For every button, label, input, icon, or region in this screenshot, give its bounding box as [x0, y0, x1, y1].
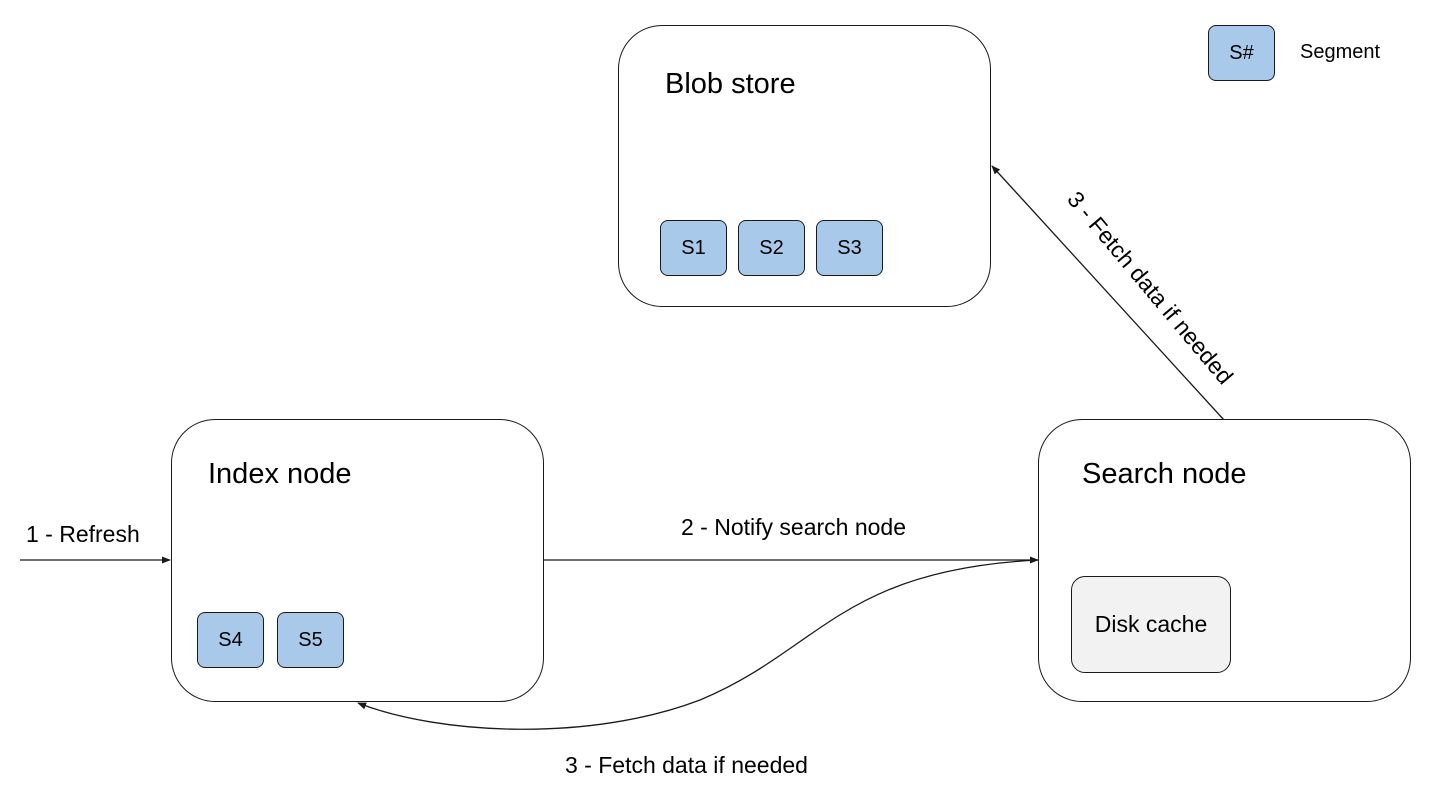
legend-segment-swatch: S#: [1208, 25, 1275, 81]
refresh-label: 1 - Refresh: [26, 521, 140, 547]
blob-store-node: Blob store S1 S2 S3: [618, 25, 991, 307]
index-node: Index node S4 S5: [171, 419, 544, 702]
fetch-index-arrow: [357, 559, 1039, 730]
segment-s4: S4: [197, 612, 264, 668]
search-node: Search node Disk cache: [1038, 419, 1411, 702]
notify-label: 2 - Notify search node: [681, 514, 907, 540]
search-node-title: Search node: [1082, 458, 1247, 490]
disk-cache: Disk cache: [1071, 576, 1231, 673]
index-node-title: Index node: [208, 458, 352, 490]
segment-s1: S1: [660, 220, 727, 276]
blob-store-title: Blob store: [665, 68, 796, 100]
segment-s5: S5: [277, 612, 344, 668]
fetch-blob-arrow: [991, 165, 1225, 421]
segment-s3: S3: [816, 220, 883, 276]
fetch-bottom-label: 3 - Fetch data if needed: [565, 752, 808, 778]
legend-label: Segment: [1300, 41, 1381, 63]
segment-s2: S2: [738, 220, 805, 276]
